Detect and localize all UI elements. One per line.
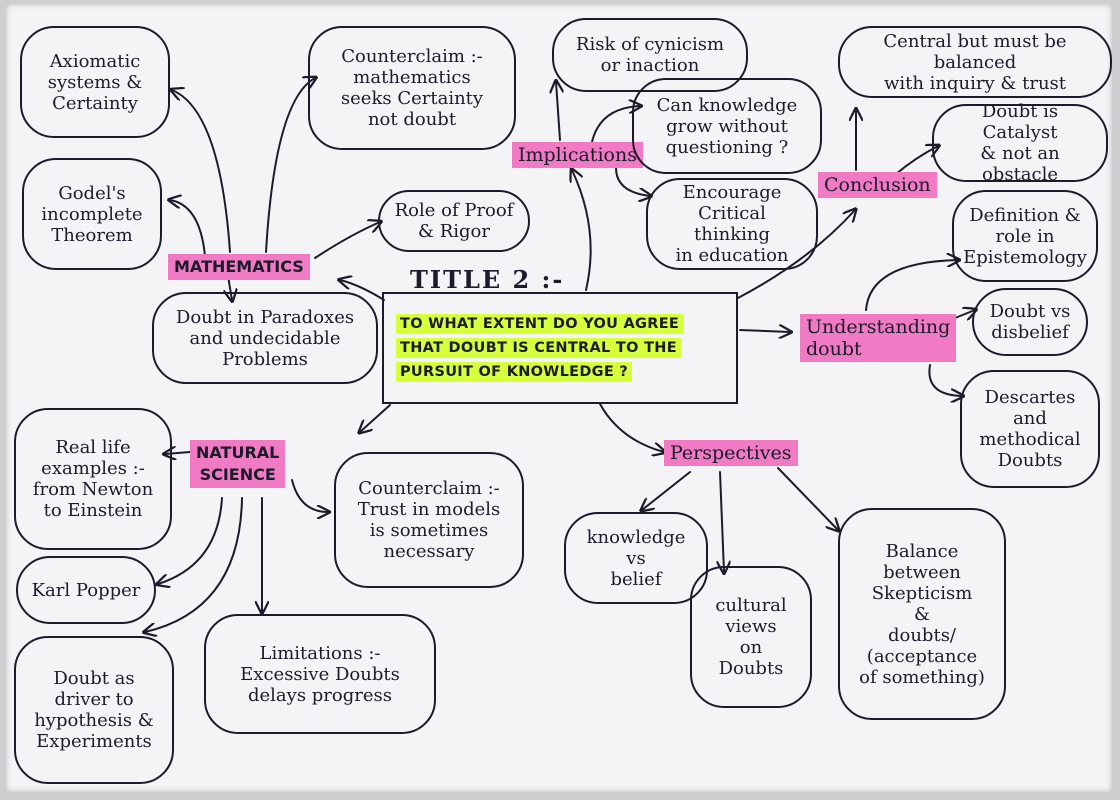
section-understanding: Understanding doubt (800, 314, 957, 362)
link-persp-cultural (720, 471, 724, 572)
conclusion-central-node: Central but must be balanced with inquir… (838, 26, 1112, 98)
link-math-godel (170, 200, 206, 257)
link-central-science (360, 404, 391, 432)
link-central-implications (572, 170, 592, 291)
understanding-definition-node: Definition & role in Epistemology (952, 190, 1098, 282)
section-implications: Implications (512, 142, 643, 168)
link-und-disbelief (954, 310, 975, 318)
implications-grow-node: Can knowledge grow without questioning ? (632, 78, 822, 174)
link-math-axiomatic (172, 90, 231, 253)
science-popper-node: Karl Popper (16, 556, 156, 624)
link-central-understanding (739, 330, 790, 332)
question-line-1: TO WHAT EXTENT DO YOU AGREE (396, 314, 684, 334)
link-und-definition (865, 260, 958, 311)
math-axiomatic-node: Axiomatic systems & Certainty (20, 26, 170, 138)
science-driver-node: Doubt as driver to hypothesis & Experime… (14, 636, 174, 784)
math-paradoxes-node: Doubt in Paradoxes and undecidable Probl… (152, 292, 378, 384)
link-persp-balance (777, 467, 838, 530)
central-question-box: TO WHAT EXTENT DO YOU AGREE THAT DOUBT I… (382, 292, 738, 404)
link-math-counterclaim (265, 78, 315, 253)
question-line-3: PURSUIT OF KNOWLEDGE ? (396, 362, 633, 382)
math-godel-node: Godel's incomplete Theorem (22, 158, 162, 270)
link-central-perspectives (599, 403, 664, 452)
math-counterclaim-node: Counterclaim :- mathematics seeks Certai… (308, 26, 516, 150)
perspectives-cultural-node: cultural views on Doubts (690, 566, 812, 708)
question-line-2: THAT DOUBT IS CENTRAL TO THE (396, 338, 681, 358)
link-sci-driver (145, 497, 243, 632)
link-sci-counterclaim (291, 479, 328, 512)
implications-critical-node: Encourage Critical thinking in education (646, 178, 818, 270)
section-mathematics: MATHEMATICS (168, 254, 310, 280)
section-perspectives: Perspectives (664, 440, 798, 466)
math-proof-node: Role of Proof & Rigor (378, 190, 530, 252)
understanding-descartes-node: Descartes and methodical Doubts (960, 370, 1100, 488)
science-real-life-node: Real life examples :- from Newton to Ein… (14, 408, 172, 550)
link-central-math (340, 280, 385, 301)
link-persp-knowledge (642, 471, 691, 510)
link-und-descartes (928, 364, 962, 396)
section-conclusion: Conclusion (818, 172, 937, 198)
title-label: TITLE 2 :- (410, 265, 565, 294)
link-impl-cynicism (556, 82, 560, 141)
understanding-disbelief-node: Doubt vs disbelief (972, 288, 1088, 356)
perspectives-balance-node: Balance between Skepticism & doubts/ (ac… (838, 508, 1006, 720)
link-impl-critical (615, 167, 650, 196)
link-math-paradoxes (228, 275, 232, 300)
perspectives-knowledge-node: knowledge vs belief (564, 512, 708, 604)
conclusion-catalyst-node: Doubt is Catalyst & not an obstacle (932, 101, 1108, 185)
science-limitations-node: Limitations :- Excessive Doubts delays p… (204, 614, 436, 734)
link-sci-popper (158, 497, 223, 584)
link-sci-reallife (165, 452, 191, 454)
science-counterclaim-node: Counterclaim :- Trust in models is somet… (334, 452, 524, 588)
link-math-proof (314, 222, 380, 259)
section-natural-science: NATURAL SCIENCE (190, 440, 286, 488)
